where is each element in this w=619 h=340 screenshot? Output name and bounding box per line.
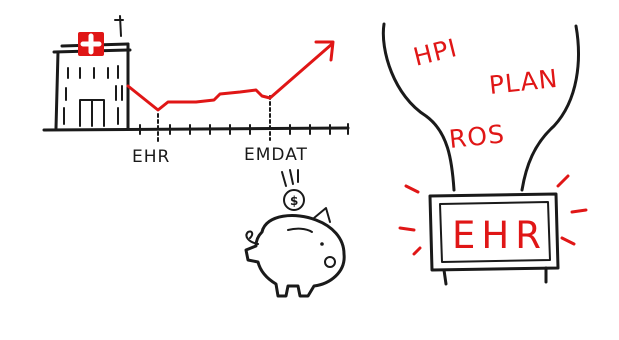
- funnel-term-plan: PLAN: [488, 64, 560, 100]
- monitor-icon: [398, 174, 588, 286]
- emdat-timeline-label: EMDAT: [244, 145, 308, 165]
- monitor-screen-ehr: EHR: [452, 214, 547, 257]
- piggy-bank-icon: [244, 207, 346, 298]
- trend-arrow-icon: [126, 40, 335, 112]
- funnel-term-hpi: HPI: [410, 33, 460, 72]
- coin-symbol: $: [290, 194, 298, 208]
- coin-icon: $: [281, 169, 305, 211]
- funnel-outline: [381, 22, 580, 192]
- timeline-axis: [42, 95, 350, 143]
- hospital-icon: [52, 15, 132, 130]
- ehr-timeline-label: EHR: [132, 147, 170, 167]
- funnel-term-ros: ROS: [448, 119, 507, 154]
